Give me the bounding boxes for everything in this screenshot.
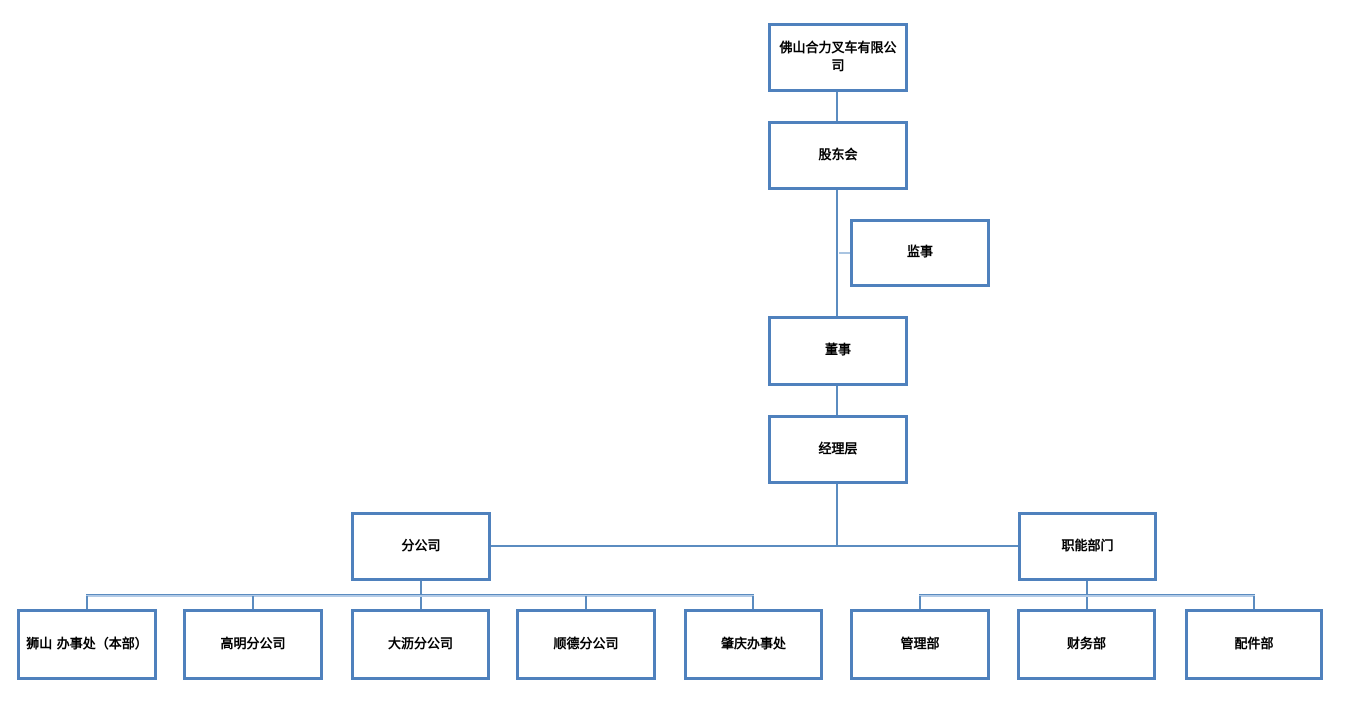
org-node-company: 佛山合力叉车有限公司: [768, 23, 908, 92]
org-node-managers-label: 经理层: [818, 441, 858, 457]
org-node-shareholders: 股东会: [768, 121, 908, 190]
org-node-parts: 配件部: [1185, 609, 1323, 680]
org-node-zhaoqing: 肇庆办事处: [684, 609, 823, 680]
org-node-functional-label: 职能部门: [1061, 538, 1114, 554]
org-node-functional: 职能部门: [1018, 512, 1157, 581]
org-node-gaoming: 高明分公司: [183, 609, 323, 680]
org-node-directors: 董事: [768, 316, 908, 386]
connector-company-shareholders: [836, 92, 838, 122]
org-node-shunde-label: 顺德分公司: [553, 636, 619, 652]
org-node-zhaoqing-label: 肇庆办事处: [720, 636, 786, 652]
connector-branches-children-bus: [86, 594, 754, 597]
org-node-management: 管理部: [850, 609, 990, 680]
connector-drop-management: [919, 596, 921, 610]
org-node-shunde: 顺德分公司: [516, 609, 656, 680]
org-node-directors-label: 董事: [824, 343, 851, 359]
connector-functional-children-bus: [919, 594, 1255, 597]
org-node-shishan-label: 狮山 办事处（本部）: [26, 636, 148, 652]
org-node-branches-label: 分公司: [401, 538, 441, 554]
org-node-gaoming-label: 高明分公司: [220, 636, 286, 652]
connector-managers-drop: [836, 484, 838, 546]
connector-branches-functional-bus: [491, 545, 1018, 547]
connector-shareholders-directors: [836, 190, 838, 317]
org-node-branches: 分公司: [351, 512, 491, 581]
connector-directors-managers: [836, 386, 838, 416]
org-node-finance: 财务部: [1017, 609, 1156, 680]
org-node-shishan: 狮山 办事处（本部）: [17, 609, 157, 680]
org-node-supervisor: 监事: [850, 219, 990, 287]
org-node-managers: 经理层: [768, 415, 908, 484]
connector-supervisor-stub: [839, 252, 851, 254]
connector-drop-zhaoqing: [752, 596, 754, 610]
connector-drop-shunde: [585, 596, 587, 610]
org-node-dali: 大沥分公司: [351, 609, 490, 680]
org-node-parts-label: 配件部: [1234, 636, 1274, 652]
org-node-company-label: 佛山合力叉车有限公司: [779, 40, 897, 74]
org-node-shareholders-label: 股东会: [818, 147, 858, 163]
connector-drop-shishan: [86, 596, 88, 610]
org-node-finance-label: 财务部: [1066, 636, 1106, 652]
connector-drop-gaoming: [252, 596, 254, 610]
org-node-dali-label: 大沥分公司: [387, 636, 453, 652]
connector-drop-parts: [1253, 596, 1255, 610]
org-node-supervisor-label: 监事: [906, 245, 933, 261]
org-node-management-label: 管理部: [900, 636, 940, 652]
